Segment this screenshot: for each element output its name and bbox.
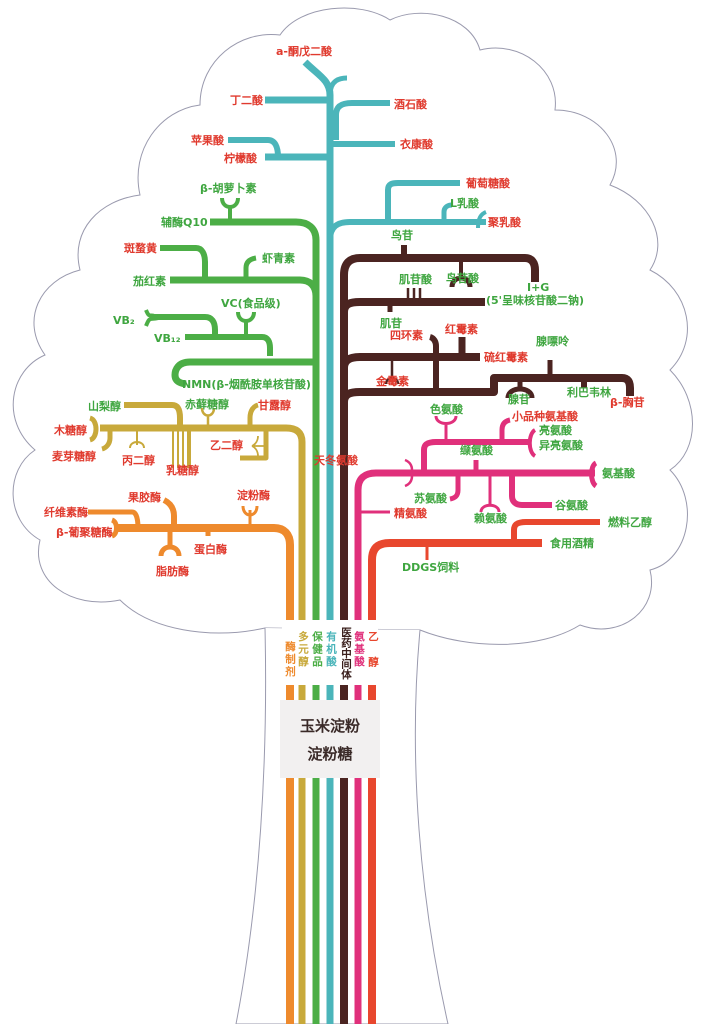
label-ig-desc: (5'呈味核苷酸二钠) bbox=[486, 293, 584, 307]
column-polyol: 多元醇 bbox=[297, 631, 309, 669]
label-lactitol: 乳糖醇 bbox=[166, 463, 199, 477]
column-health: 保健品 bbox=[311, 631, 323, 669]
label-beta-glucanase: β-葡聚糖酶 bbox=[56, 525, 112, 539]
column-enzyme: 酶制剂 bbox=[284, 641, 296, 679]
column-organic-acid: 有机酸 bbox=[325, 631, 337, 669]
label-adenine: 腺嘌呤 bbox=[536, 334, 570, 348]
label-aspartic: 天冬氨酸 bbox=[314, 453, 359, 467]
label-inosine: 肌苷 bbox=[379, 316, 402, 330]
label-canthaxanthin: 斑蝥黄 bbox=[124, 241, 157, 255]
label-edible-alcohol: 食用酒精 bbox=[550, 536, 594, 550]
label-succinic: 丁二酸 bbox=[230, 93, 264, 107]
label-ig: I+G bbox=[527, 281, 549, 294]
label-malic: 苹果酸 bbox=[191, 133, 225, 147]
label-cellulase: 纤维素酶 bbox=[44, 505, 88, 519]
label-vc: VC(食品级) bbox=[221, 296, 281, 310]
label-valine: 缬氨酸 bbox=[460, 443, 494, 457]
label-mannitol: 甘露醇 bbox=[258, 398, 291, 412]
label-thymidine: β-胸苷 bbox=[610, 395, 644, 409]
label-lysine: 赖氨酸 bbox=[474, 511, 508, 525]
label-thioerythromycin: 硫红霉素 bbox=[484, 350, 528, 364]
label-amino-acid: 氨基酸 bbox=[602, 466, 636, 480]
column-amino-acid: 氨基酸 bbox=[353, 631, 365, 669]
label-maltitol: 麦芽糖醇 bbox=[52, 449, 96, 463]
label-lycopene: 茄红素 bbox=[132, 274, 166, 288]
column-label-band bbox=[282, 625, 378, 685]
label-nmn: NMN(β-烟酰胺单核苷酸) bbox=[182, 377, 311, 391]
label-polylactic: 聚乳酸 bbox=[487, 215, 522, 229]
label-fuel-ethanol: 燃料乙醇 bbox=[607, 515, 652, 529]
label-sorbitol: 山梨醇 bbox=[88, 399, 121, 413]
label-erythromycin: 红霉素 bbox=[445, 322, 478, 336]
label-tartaric: 酒石酸 bbox=[394, 97, 428, 111]
label-ddgs-feed: DDGS饲料 bbox=[402, 560, 459, 574]
label-arginine: 精氨酸 bbox=[394, 506, 428, 520]
tree-canopy-outline bbox=[12, 7, 693, 645]
label-erythritol: 赤藓糖醇 bbox=[185, 397, 229, 411]
label-gluconic: 葡萄糖酸 bbox=[465, 176, 511, 190]
label-threonine: 苏氨酸 bbox=[414, 491, 448, 505]
label-leucine: 亮氨酸 bbox=[539, 423, 573, 437]
label-isoleucine: 异亮氨酸 bbox=[539, 438, 584, 452]
root-label-1: 玉米淀粉 bbox=[300, 717, 360, 735]
label-pectinase: 果胶酶 bbox=[127, 490, 161, 504]
column-pharma: 医药中间体 bbox=[340, 627, 352, 680]
label-tryptophan: 色氨酸 bbox=[430, 402, 464, 416]
column-ethanol: 乙醇 bbox=[367, 631, 379, 682]
label-xylitol: 木糖醇 bbox=[53, 423, 87, 437]
label-gmp: 鸟苷酸 bbox=[446, 271, 480, 285]
health-branch bbox=[144, 197, 320, 1024]
label-amylase: 淀粉酶 bbox=[237, 488, 270, 502]
root-box bbox=[280, 700, 380, 778]
label-lipase: 脂肪酶 bbox=[155, 564, 189, 578]
label-ethylene-glycol: 乙二醇 bbox=[210, 438, 243, 452]
label-astaxanthin: 虾青素 bbox=[262, 251, 295, 265]
label-protease: 蛋白酶 bbox=[194, 542, 227, 556]
label-beta-carotene: β-胡萝卜素 bbox=[200, 181, 256, 195]
label-vb2: VB₂ bbox=[113, 314, 135, 327]
label-citric: 柠檬酸 bbox=[224, 151, 258, 165]
label-l-lactic: L乳酸 bbox=[450, 196, 480, 210]
label-aureomycin: 金霉素 bbox=[375, 374, 409, 388]
label-guanosine: 鸟苷 bbox=[391, 228, 413, 242]
label-coq10: 辅酶Q10 bbox=[161, 215, 208, 229]
label-propylene-glycol: 丙二醇 bbox=[122, 453, 155, 467]
label-a-ketoglutaric: a-酮戊二酸 bbox=[276, 44, 333, 58]
label-minor-amino-acids: 小品种氨基酸 bbox=[511, 409, 579, 423]
label-ribavirin: 利巴韦林 bbox=[567, 385, 611, 399]
root-label-2: 淀粉糖 bbox=[307, 745, 352, 763]
label-itaconic: 衣康酸 bbox=[400, 137, 434, 151]
label-glutamic: 谷氨酸 bbox=[555, 498, 589, 512]
label-tetracycline: 四环素 bbox=[390, 328, 423, 342]
label-imp: 肌苷酸 bbox=[398, 272, 433, 286]
label-vb12: VB₁₂ bbox=[154, 332, 181, 345]
label-adenosine: 腺苷 bbox=[508, 392, 530, 406]
